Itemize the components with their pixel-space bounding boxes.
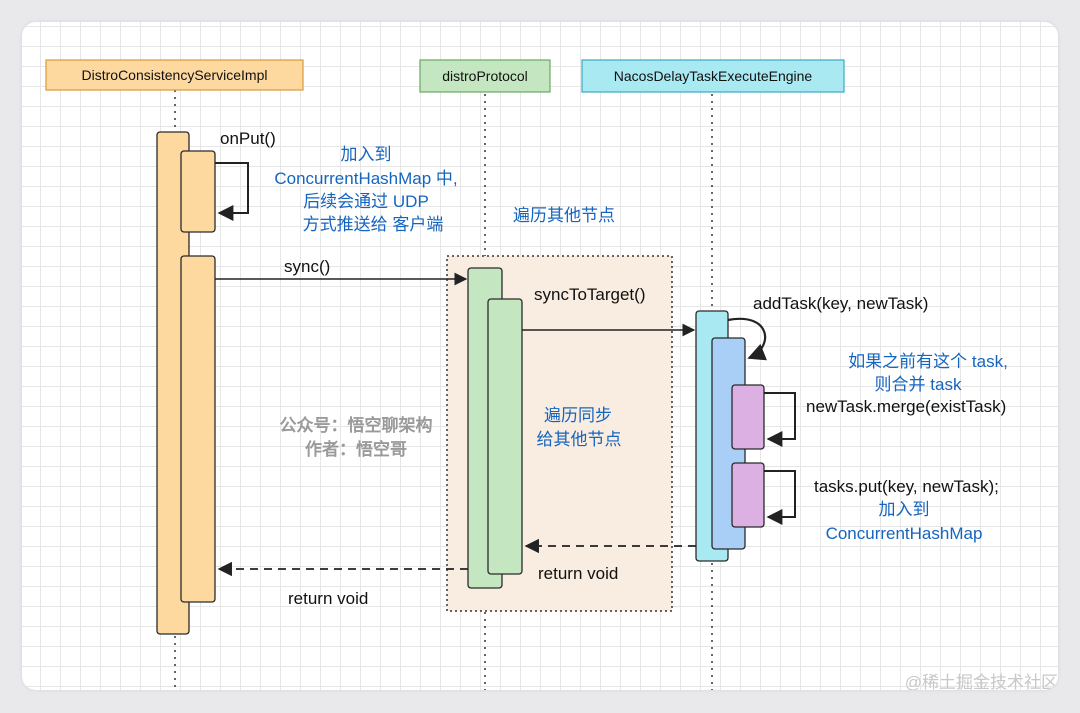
svg-text:遍历同步: 遍历同步: [544, 406, 612, 425]
msg-sync: sync(): [284, 257, 330, 276]
svg-text:加入到: 加入到: [341, 145, 392, 164]
note-loop-inner: 遍历同步 给其他节点: [537, 406, 622, 449]
self-call-add-task-arrow: [727, 317, 767, 361]
participant-protocol-label: distroProtocol: [442, 68, 528, 84]
participant-consistency-label: DistroConsistencyServiceImpl: [82, 67, 268, 83]
svg-text:公众号：悟空聊架构: 公众号：悟空聊架构: [280, 415, 433, 435]
self-call-merge-arrow: [764, 392, 796, 447]
svg-text:ConcurrentHashMap: ConcurrentHashMap: [826, 524, 983, 543]
svg-text:作者：悟空哥: 作者：悟空哥: [305, 439, 407, 459]
msg-return-void-protocol: return void: [288, 589, 368, 608]
msg-return-void-engine: return void: [538, 564, 618, 583]
svg-text:如果之前有这个 task,: 如果之前有这个 task,: [848, 352, 1008, 371]
author-credit: 公众号：悟空聊架构 作者：悟空哥: [280, 415, 433, 459]
activation-merge: [731, 384, 765, 450]
svg-text:加入到: 加入到: [879, 500, 930, 519]
note-tasks-put: 加入到 ConcurrentHashMap: [826, 500, 983, 543]
msg-on-put: onPut(): [220, 129, 276, 148]
self-call-onput-arrow: [215, 162, 249, 221]
svg-text:给其他节点: 给其他节点: [537, 430, 622, 449]
participant-consistency: DistroConsistencyServiceImpl: [45, 59, 304, 91]
msg-merge: newTask.merge(existTask): [806, 397, 1006, 416]
self-call-tasks-put-arrow: [764, 470, 796, 525]
svg-text:方式推送给 客户端: 方式推送给 客户端: [303, 215, 444, 234]
sequence-diagram: DistroConsistencyServiceImpl distroProto…: [45, 59, 1058, 690]
activation-tasks-put: [731, 462, 765, 528]
participant-engine: NacosDelayTaskExecuteEngine: [581, 59, 845, 93]
participant-protocol: distroProtocol: [419, 59, 551, 93]
note-merge: 如果之前有这个 task, 则合并 task: [848, 352, 1008, 394]
note-put-map: 加入到 ConcurrentHashMap 中, 后续会通过 UDP 方式推送给…: [274, 145, 457, 234]
activation-onput: [180, 150, 216, 233]
watermark: @稀土掘金技术社区: [905, 673, 1058, 690]
msg-tasks-put: tasks.put(key, newTask);: [814, 477, 999, 496]
activation-sync-to-target: [487, 298, 523, 575]
svg-text:后续会通过 UDP: 后续会通过 UDP: [303, 192, 429, 211]
msg-sync-to-target: syncToTarget(): [534, 285, 645, 304]
participant-engine-label: NacosDelayTaskExecuteEngine: [614, 68, 813, 84]
svg-text:则合并 task: 则合并 task: [875, 375, 962, 394]
msg-add-task: addTask(key, newTask): [753, 294, 928, 313]
svg-text:ConcurrentHashMap 中,: ConcurrentHashMap 中,: [274, 169, 457, 188]
activation-sync: [180, 255, 216, 603]
note-loop-label: 遍历其他节点: [513, 206, 615, 225]
diagram-card: DistroConsistencyServiceImpl distroProto…: [22, 22, 1058, 690]
